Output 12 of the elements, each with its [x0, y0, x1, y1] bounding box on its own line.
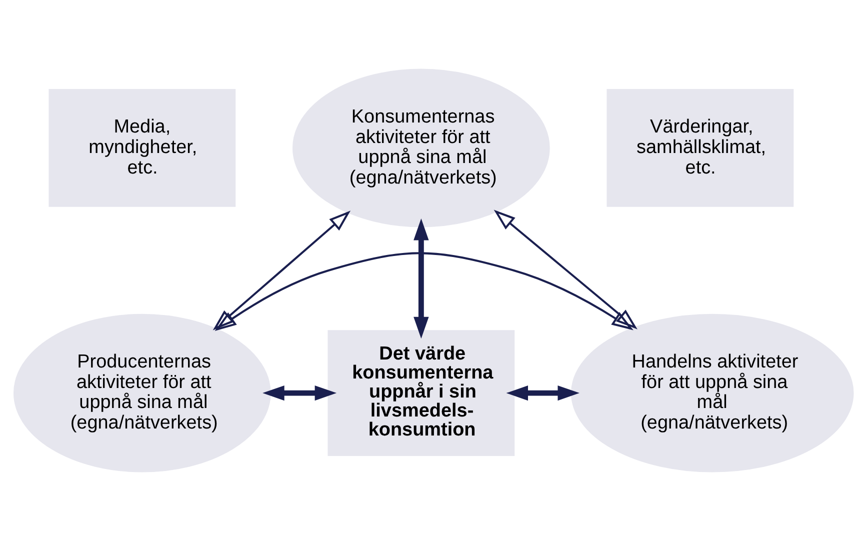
node-box: Det värde konsumenterna uppnår i sin livsmedels- konsumtion	[328, 330, 515, 456]
node-box: Media, myndigheter, etc.	[48, 88, 236, 206]
arrow	[262, 384, 337, 400]
arrow	[212, 210, 351, 330]
arrow	[214, 252, 634, 330]
node-ellipse: Producenternas aktiviteter för att uppnå sina mål (egna/nätverkets)	[13, 313, 271, 472]
node-box: Värderingar, samhällsklimat, etc.	[606, 88, 794, 206]
arrow	[414, 218, 429, 338]
arrow	[494, 209, 638, 329]
node-ellipse: Konsumenternas aktiviteter för att uppnå sina mål (egna/nätverkets)	[292, 68, 550, 227]
node-ellipse: Handelns aktiviteter för att uppnå sina mål (egna/nätverkets)	[570, 313, 854, 472]
arrow	[506, 384, 580, 400]
